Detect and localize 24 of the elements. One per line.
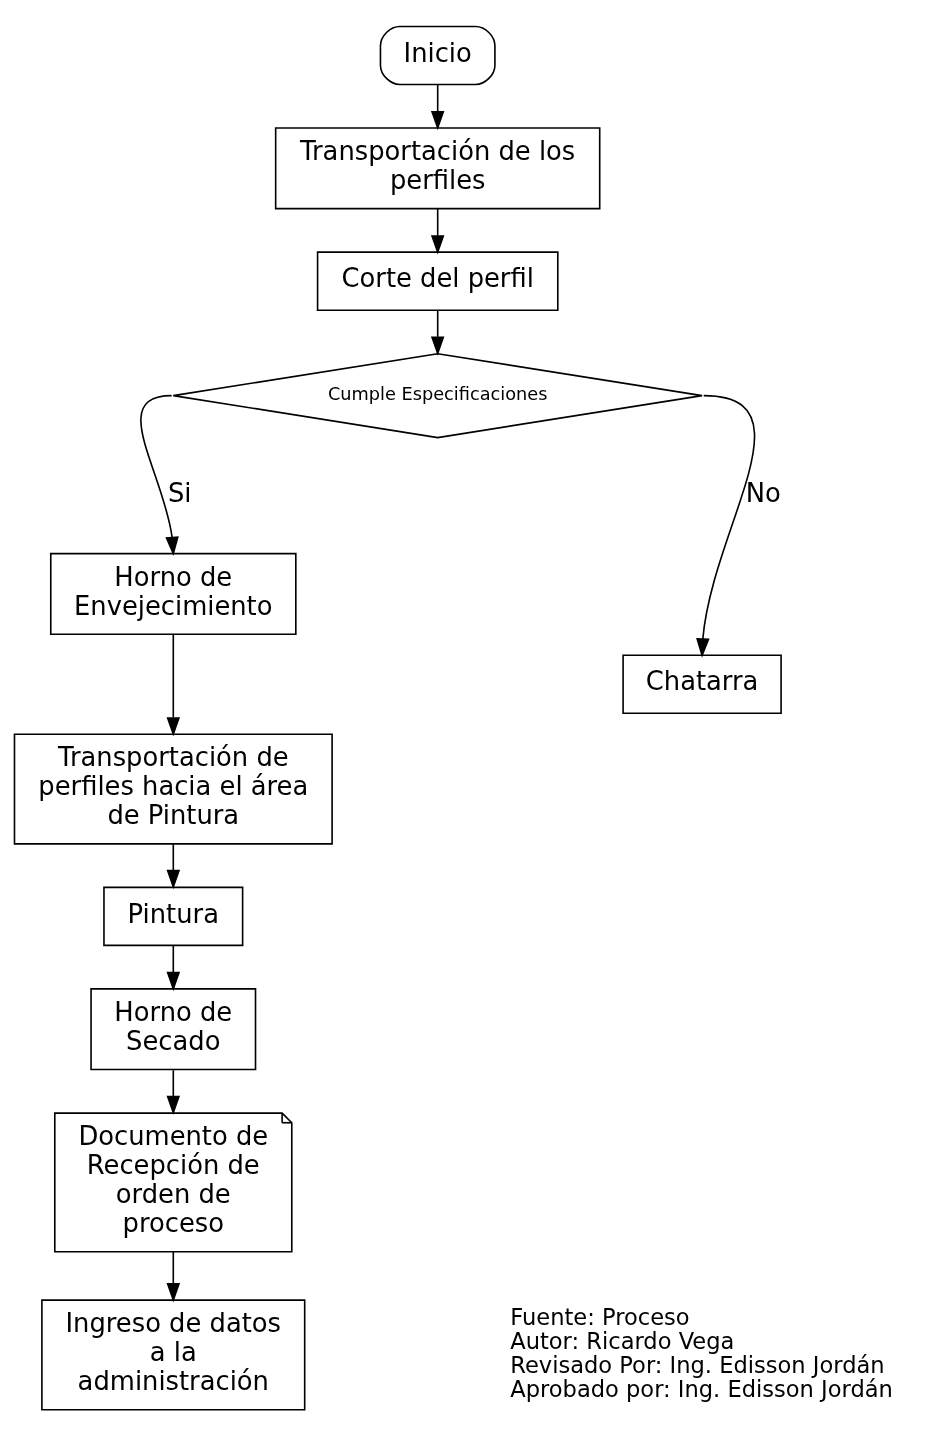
arrow: [166, 633, 181, 737]
node-box: Transportación de los perfiles: [274, 126, 601, 209]
node-box: Inicio: [379, 25, 496, 85]
node-box: Chatarra: [622, 653, 782, 714]
node-box: Transportación de perfiles hacia el área de Pintura: [13, 732, 333, 845]
arrow: [430, 83, 445, 130]
arrow: [166, 944, 181, 991]
node-box: Horno de Envejecimiento: [49, 552, 297, 635]
arrow: [140, 394, 179, 556]
arrow: [166, 1250, 181, 1302]
arrow: [430, 309, 445, 356]
edge-label: Si: [167, 477, 192, 508]
arrow: [696, 394, 756, 658]
node-diamond: Cumple Especificaciones: [172, 352, 703, 438]
node-box: Ingreso de datos a la administración: [41, 1298, 306, 1410]
node-box: Pintura: [103, 886, 244, 946]
node-box: Corte del perfil: [316, 250, 559, 311]
node-box: Horno de Secado: [90, 987, 257, 1070]
arrow: [430, 207, 445, 255]
label: Autor: Ricardo Vega: [510, 1327, 735, 1354]
arrow: [166, 1068, 181, 1115]
arrow: [166, 842, 181, 889]
edge-label: No: [745, 477, 781, 508]
label: Fuente: Proceso: [510, 1303, 690, 1330]
